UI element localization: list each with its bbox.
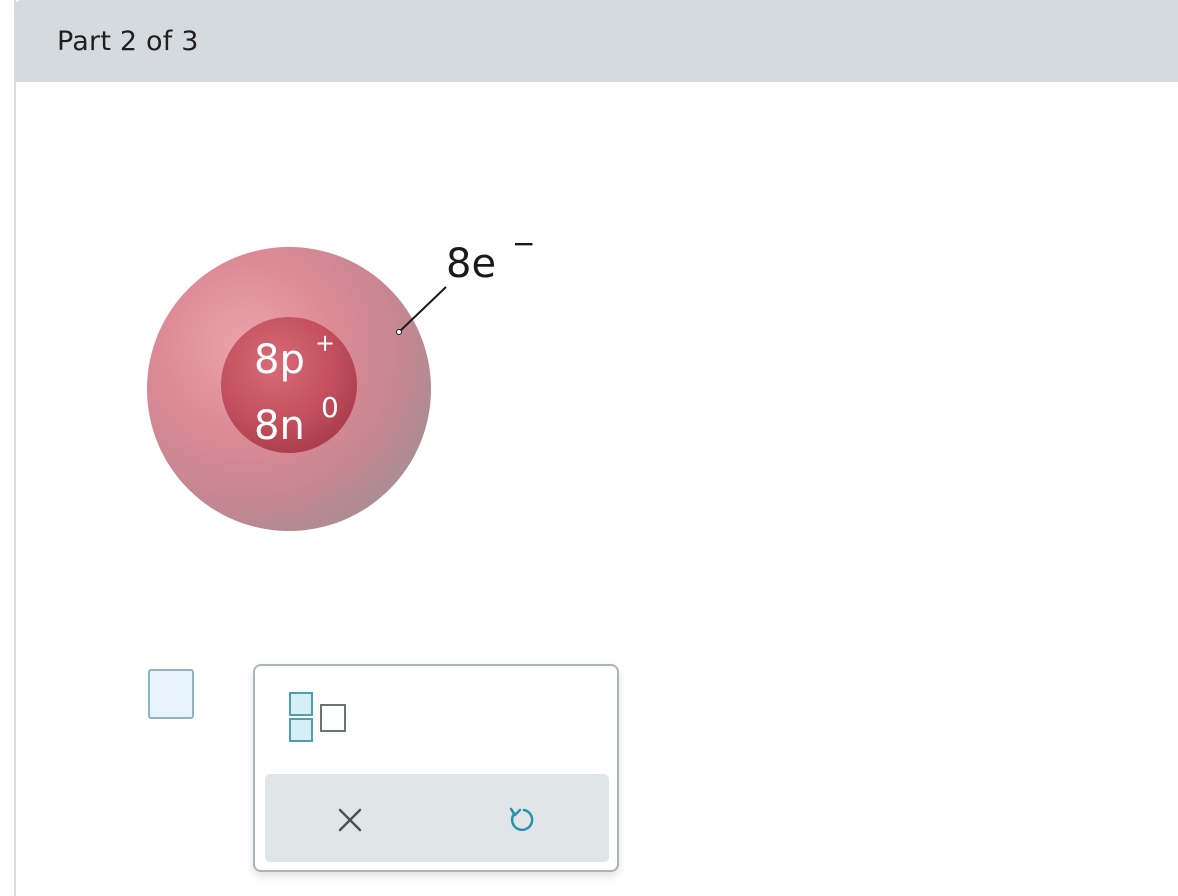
neutron-count-label: 8n <box>254 403 305 449</box>
x-icon <box>338 808 362 832</box>
atom-diagram-svg: 8p + 8n 0 8e − <box>147 227 535 531</box>
nucleus <box>221 317 357 453</box>
proton-charge-label: + <box>315 329 335 357</box>
leader-dot <box>396 329 402 335</box>
electron-charge-label: − <box>512 227 535 260</box>
palette-action-bar <box>265 774 609 862</box>
electron-count-label: 8e <box>446 241 496 287</box>
math-palette <box>253 664 619 872</box>
clear-button[interactable] <box>328 798 372 842</box>
fraction-template-button[interactable] <box>285 688 355 750</box>
atom-diagram: 8p + 8n 0 8e − <box>140 225 560 545</box>
part-title: Part 2 of 3 <box>57 26 199 57</box>
part-header: Part 2 of 3 <box>15 0 1178 82</box>
undo-button[interactable] <box>499 798 543 842</box>
fraction-icon <box>289 692 346 742</box>
proton-count-label: 8p <box>254 337 305 383</box>
undo-icon <box>509 807 534 831</box>
left-border <box>14 0 16 896</box>
neutron-charge-label: 0 <box>321 391 339 424</box>
answer-input[interactable] <box>148 669 194 719</box>
electron-leader-line <box>398 286 447 333</box>
